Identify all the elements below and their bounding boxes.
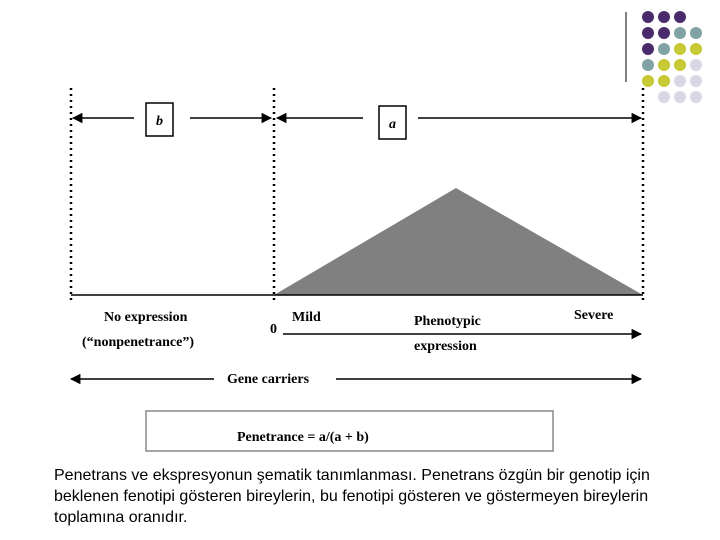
phenotypic-label: Phenotypic xyxy=(414,314,481,329)
gene-carriers-label: Gene carriers xyxy=(227,372,310,387)
expression-distribution-triangle xyxy=(274,188,643,295)
zero-label: 0 xyxy=(270,322,277,337)
nonpenetrance-label: (“nonpenetrance”) xyxy=(82,335,194,350)
box-a-label: a xyxy=(389,117,396,132)
severe-label: Severe xyxy=(574,308,613,323)
caption: Penetrans ve ekspresyonun şematik tanıml… xyxy=(54,465,674,528)
expression-label: expression xyxy=(414,339,477,354)
box-b-label: b xyxy=(156,114,163,129)
mild-label: Mild xyxy=(292,310,321,325)
penetrance-formula: Penetrance = a/(a + b) xyxy=(237,430,369,445)
no-expression-label: No expression xyxy=(104,310,188,325)
